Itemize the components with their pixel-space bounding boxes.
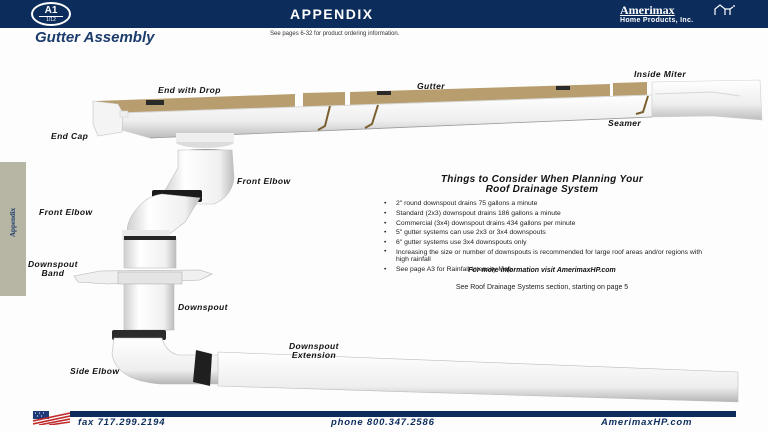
label-front-elbow-upper: Front Elbow	[237, 176, 291, 186]
label-front-elbow-lower: Front Elbow	[39, 207, 93, 217]
footer-phone: phone 800.347.2586	[331, 417, 435, 428]
info-bullet: Standard (2x3) downspout drains 186 gall…	[384, 209, 712, 219]
label-end-with-drop: End with Drop	[158, 85, 221, 95]
info-title-line2: Roof Drainage System	[485, 184, 599, 195]
see-section-note: See Roof Drainage Systems section, start…	[455, 284, 629, 291]
page-title: Gutter Assembly	[35, 29, 155, 46]
header-bar	[0, 0, 768, 28]
label-inside-miter: Inside Miter	[634, 69, 687, 79]
page-sub: 1/12	[39, 16, 63, 23]
more-info-link[interactable]: For more information visit AmerimaxHP.co…	[468, 267, 616, 274]
label-side-elbow: Side Elbow	[70, 366, 120, 376]
info-bullet: 5" gutter systems can use 2x3 or 3x4 dow…	[384, 228, 712, 238]
page-code: A1	[44, 5, 58, 16]
brand-logo: Amerimax Home Products, Inc.	[620, 4, 693, 25]
house-outline-icon	[714, 4, 735, 15]
label-seamer: Seamer	[608, 118, 642, 128]
info-bullet: 6" gutter systems use 3x4 downspouts onl…	[384, 238, 712, 248]
brand-name: Amerimax	[620, 3, 675, 17]
label-downspout-band: Downspout Band	[28, 259, 78, 278]
info-bullet: Increasing the size or number of downspo…	[384, 248, 712, 265]
brand-sub: Home Products, Inc.	[620, 17, 694, 24]
info-bullet: See page A3 for Rainfall Intensity Map	[384, 265, 712, 275]
label-end-cap: End Cap	[51, 131, 89, 141]
info-bullet: 2" round downspout drains 75 gallons a m…	[384, 199, 712, 209]
info-bullet-list: 2" round downspout drains 75 gallons a m…	[384, 199, 712, 275]
american-flag-icon	[33, 411, 70, 425]
footer-website-link[interactable]: AmerimaxHP.com	[601, 417, 693, 428]
label-downspout: Downspout	[178, 302, 228, 312]
footer-bar	[60, 411, 736, 417]
info-bullet: Commercial (3x4) downspout drains 434 ga…	[384, 219, 712, 229]
drainage-considerations: Things to Consider When Planning Your Ro…	[372, 175, 712, 275]
label-downspout-extension: Downspout Extension	[289, 341, 339, 360]
page-badge: A1 1/12	[31, 2, 71, 26]
section-title: APPENDIX	[290, 6, 374, 22]
info-title-line1: Things to Consider When Planning Your	[440, 174, 644, 185]
label-gutter: Gutter	[417, 81, 445, 91]
footer-fax: fax 717.299.2194	[78, 417, 166, 428]
ordering-note: See pages 6-32 for product ordering info…	[270, 31, 400, 37]
appendix-side-tab[interactable]: Appendix	[0, 162, 26, 296]
